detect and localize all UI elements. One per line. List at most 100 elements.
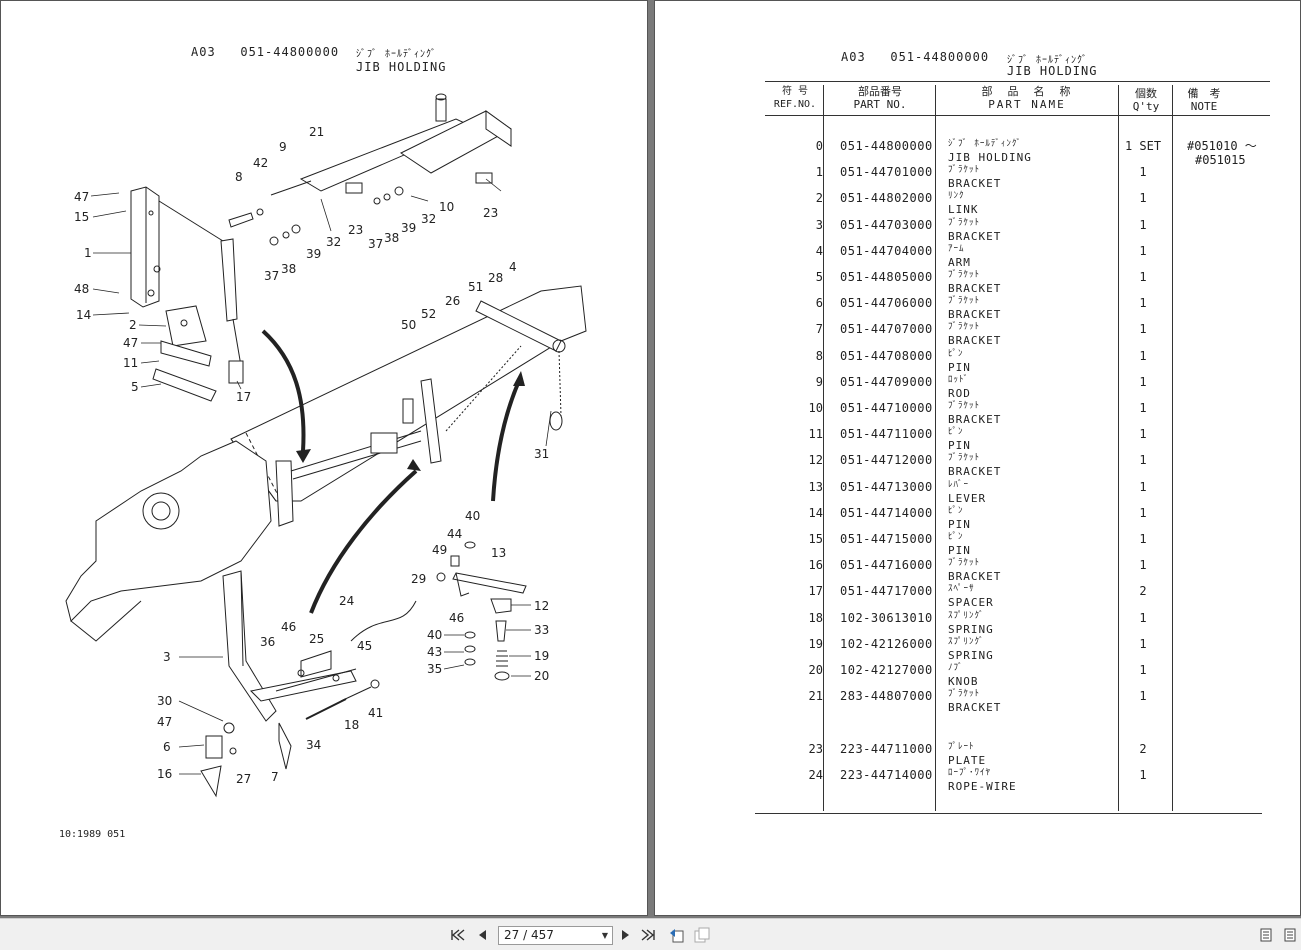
ref-number: 15 [808, 532, 823, 546]
document-viewport[interactable]: A03 051-44800000 ｼﾞﾌﾞ ﾎｰﾙﾃﾞｨﾝｸﾞ JIB HOLD… [0, 0, 1301, 918]
svg-text:11: 11 [123, 356, 138, 370]
part-number: 051-44712000 [840, 453, 933, 468]
quantity: 2 [1139, 584, 1147, 599]
ref-number: 10 [808, 401, 823, 415]
part-number: 051-44711000 [840, 427, 933, 442]
part-number: 223-44711000 [840, 742, 933, 756]
svg-text:48: 48 [74, 282, 89, 296]
single-page-view-icon[interactable] [1258, 927, 1274, 943]
ref-number: 23 [808, 742, 823, 756]
svg-text:38: 38 [281, 262, 296, 276]
go-forward-view-icon[interactable] [694, 927, 710, 943]
part-number: 051-44701000 [840, 165, 933, 180]
part-number: 223-44714000 [840, 768, 933, 782]
table-top-rule [765, 81, 1270, 82]
quantity: 1 [1139, 191, 1147, 206]
table-bottom-rule [755, 813, 1262, 814]
ref-number: 7 [815, 322, 823, 337]
previous-page-icon[interactable] [474, 927, 490, 943]
quantity: 1 [1139, 636, 1147, 651]
svg-text:44: 44 [447, 527, 462, 541]
last-page-icon[interactable] [640, 927, 656, 943]
quantity: 1 [1139, 610, 1147, 625]
ref-number: 19 [808, 636, 823, 651]
ref-number: 24 [808, 768, 823, 782]
part-number: 051-44716000 [840, 558, 933, 573]
svg-text:23: 23 [348, 223, 363, 237]
svg-text:12: 12 [534, 599, 549, 613]
parts-list-page: A03 051-44800000 ｼﾞﾌﾞ ﾎｰﾙﾃﾞｨﾝｸﾞ JIB HOLD… [654, 0, 1301, 916]
first-page-icon[interactable] [450, 927, 466, 943]
svg-text:32: 32 [421, 212, 436, 226]
part-number: 051-44708000 [840, 348, 933, 363]
part-number: 051-44704000 [840, 243, 933, 258]
ref-number: 3 [815, 217, 823, 232]
ref-number: 11 [808, 427, 823, 442]
quantity: 1 [1139, 427, 1147, 442]
svg-text:46: 46 [449, 611, 464, 625]
right-header-code: A03 051-44800000 [841, 50, 990, 64]
svg-text:40: 40 [465, 509, 480, 523]
quantity: 1 [1139, 453, 1147, 468]
svg-text:21: 21 [309, 125, 324, 139]
ref-number: 2 [815, 191, 823, 206]
ref-number: 4 [815, 243, 823, 258]
part-number: 051-44800000 [840, 139, 933, 153]
table-divider [823, 85, 824, 811]
part-number: 102-42127000 [840, 663, 933, 677]
quantity: 1 [1139, 505, 1147, 520]
quantity: 1 [1139, 374, 1147, 389]
ref-number: 17 [808, 584, 823, 599]
ref-number: 14 [808, 505, 823, 520]
svg-text:3: 3 [163, 650, 171, 664]
quantity: 1 [1139, 663, 1147, 677]
part-number: 051-44805000 [840, 270, 933, 284]
part-number: 051-44706000 [840, 296, 933, 311]
chevron-down-icon[interactable]: ▼ [601, 931, 608, 940]
table-divider [935, 85, 936, 811]
quantity: 1 [1139, 768, 1147, 782]
svg-text:20: 20 [534, 669, 549, 683]
svg-text:28: 28 [488, 271, 503, 285]
page-number-field[interactable]: 27 / 457 ▼ [498, 926, 613, 945]
next-page-icon[interactable] [618, 927, 634, 943]
svg-text:34: 34 [306, 738, 321, 752]
note: #051010 ～#051015 [1187, 139, 1257, 167]
quantity: 1 [1139, 348, 1147, 363]
svg-text:39: 39 [401, 221, 416, 235]
part-number: 051-44802000 [840, 191, 933, 206]
quantity: 1 [1139, 217, 1147, 232]
continuous-view-icon[interactable] [1282, 927, 1298, 943]
go-back-view-icon[interactable] [668, 927, 684, 943]
ref-number: 20 [808, 663, 823, 677]
left-footer-code: 10:1989 051 [59, 829, 126, 840]
svg-text:27: 27 [236, 772, 251, 786]
